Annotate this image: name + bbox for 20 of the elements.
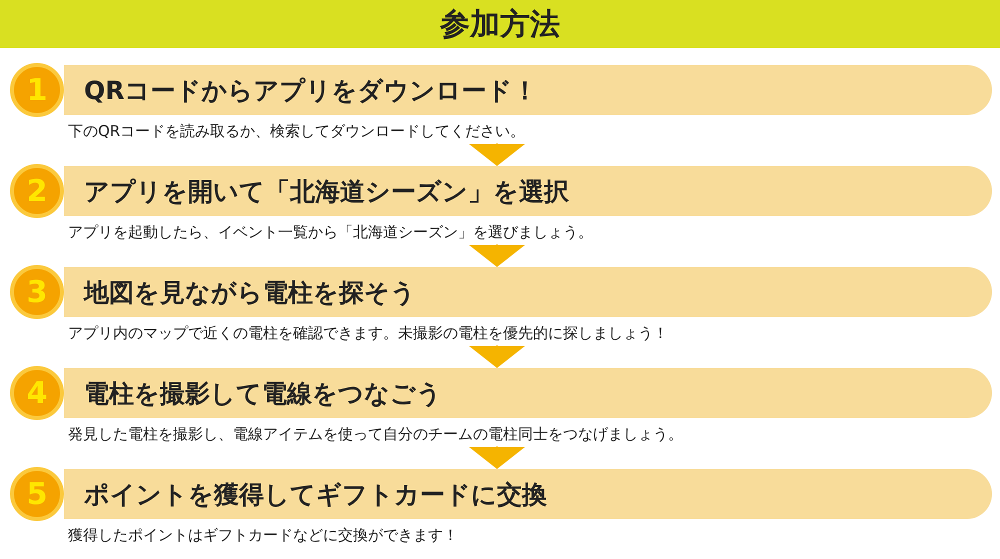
step-description: アプリを起動したら、イベント一覧から「北海道シーズン」を選びましょう。 bbox=[68, 223, 593, 242]
step-number-circle: 5 bbox=[10, 467, 64, 521]
step-number-circle: 2 bbox=[10, 164, 64, 218]
step-heading-band: アプリを開いて「北海道シーズン」を選択 bbox=[64, 166, 992, 216]
down-arrow bbox=[469, 244, 525, 268]
step-description: 発見した電柱を撮影し、電線アイテムを使って自分のチームの電柱同士をつなげましょう。 bbox=[68, 425, 683, 444]
down-arrow bbox=[469, 142, 525, 166]
step-heading-band: QRコードからアプリをダウンロード！ bbox=[64, 65, 992, 115]
step-number-circle: 4 bbox=[10, 366, 64, 420]
step-heading-band: 地図を見ながら電柱を探そう bbox=[64, 267, 992, 317]
step-description: 下のQRコードを読み取るか、検索してダウンロードしてください。 bbox=[68, 122, 526, 141]
step-description: アプリ内のマップで近くの電柱を確認できます。未撮影の電柱を優先的に探しましょう！ bbox=[68, 324, 668, 343]
title: 参加方法 bbox=[440, 6, 560, 44]
down-arrow bbox=[469, 344, 525, 368]
step-heading-band: 電柱を撮影して電線をつなごう bbox=[64, 368, 992, 418]
step-description: 獲得したポイントはギフトカードなどに交換ができます！ bbox=[68, 526, 458, 545]
step-number-circle: 3 bbox=[10, 265, 64, 319]
down-arrow bbox=[469, 446, 525, 470]
step-heading-band: ポイントを獲得してギフトカードに交換 bbox=[64, 469, 992, 519]
step-number-circle: 1 bbox=[10, 63, 64, 117]
